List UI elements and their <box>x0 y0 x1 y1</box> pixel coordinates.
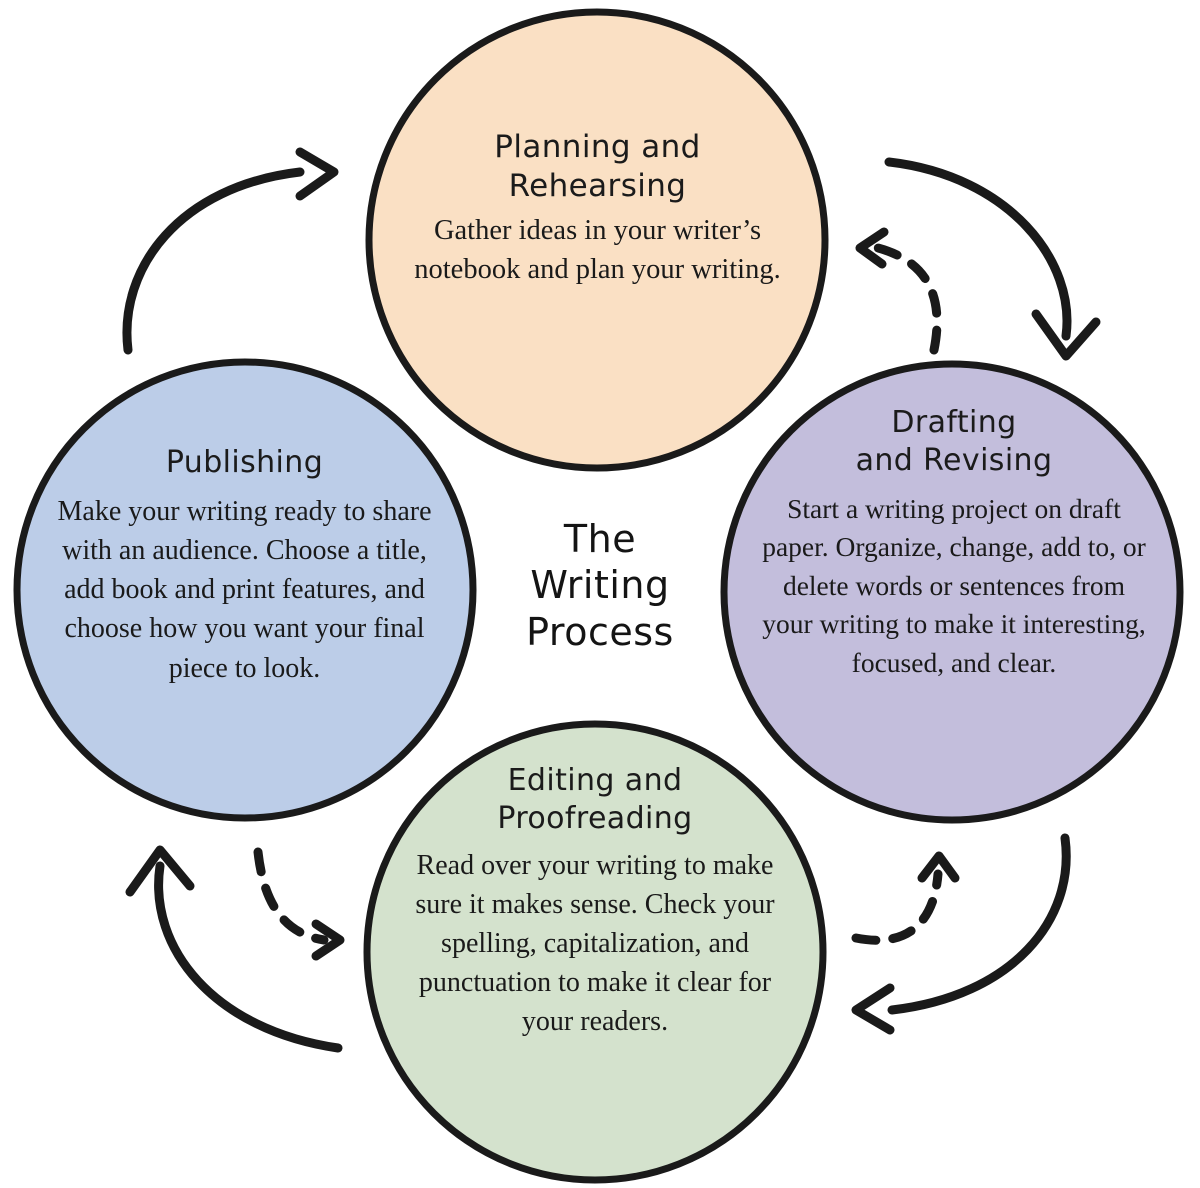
node-circle-planning[interactable] <box>365 8 829 472</box>
connector-drafting-to-editing <box>851 833 1071 1035</box>
connector-planning-to-drafting <box>884 157 1101 361</box>
node-circle-drafting[interactable] <box>720 360 1184 824</box>
node-circle-publishing[interactable] <box>13 358 477 822</box>
connector-publishing-to-editing <box>253 847 345 961</box>
connector-drafting-back-to-planning <box>855 227 942 355</box>
node-circle-editing[interactable] <box>363 720 827 1184</box>
connector-editing-to-publishing <box>125 845 343 1053</box>
connector-editing-back-to-drafting <box>851 851 960 945</box>
connector-publishing-to-planning <box>122 147 339 355</box>
